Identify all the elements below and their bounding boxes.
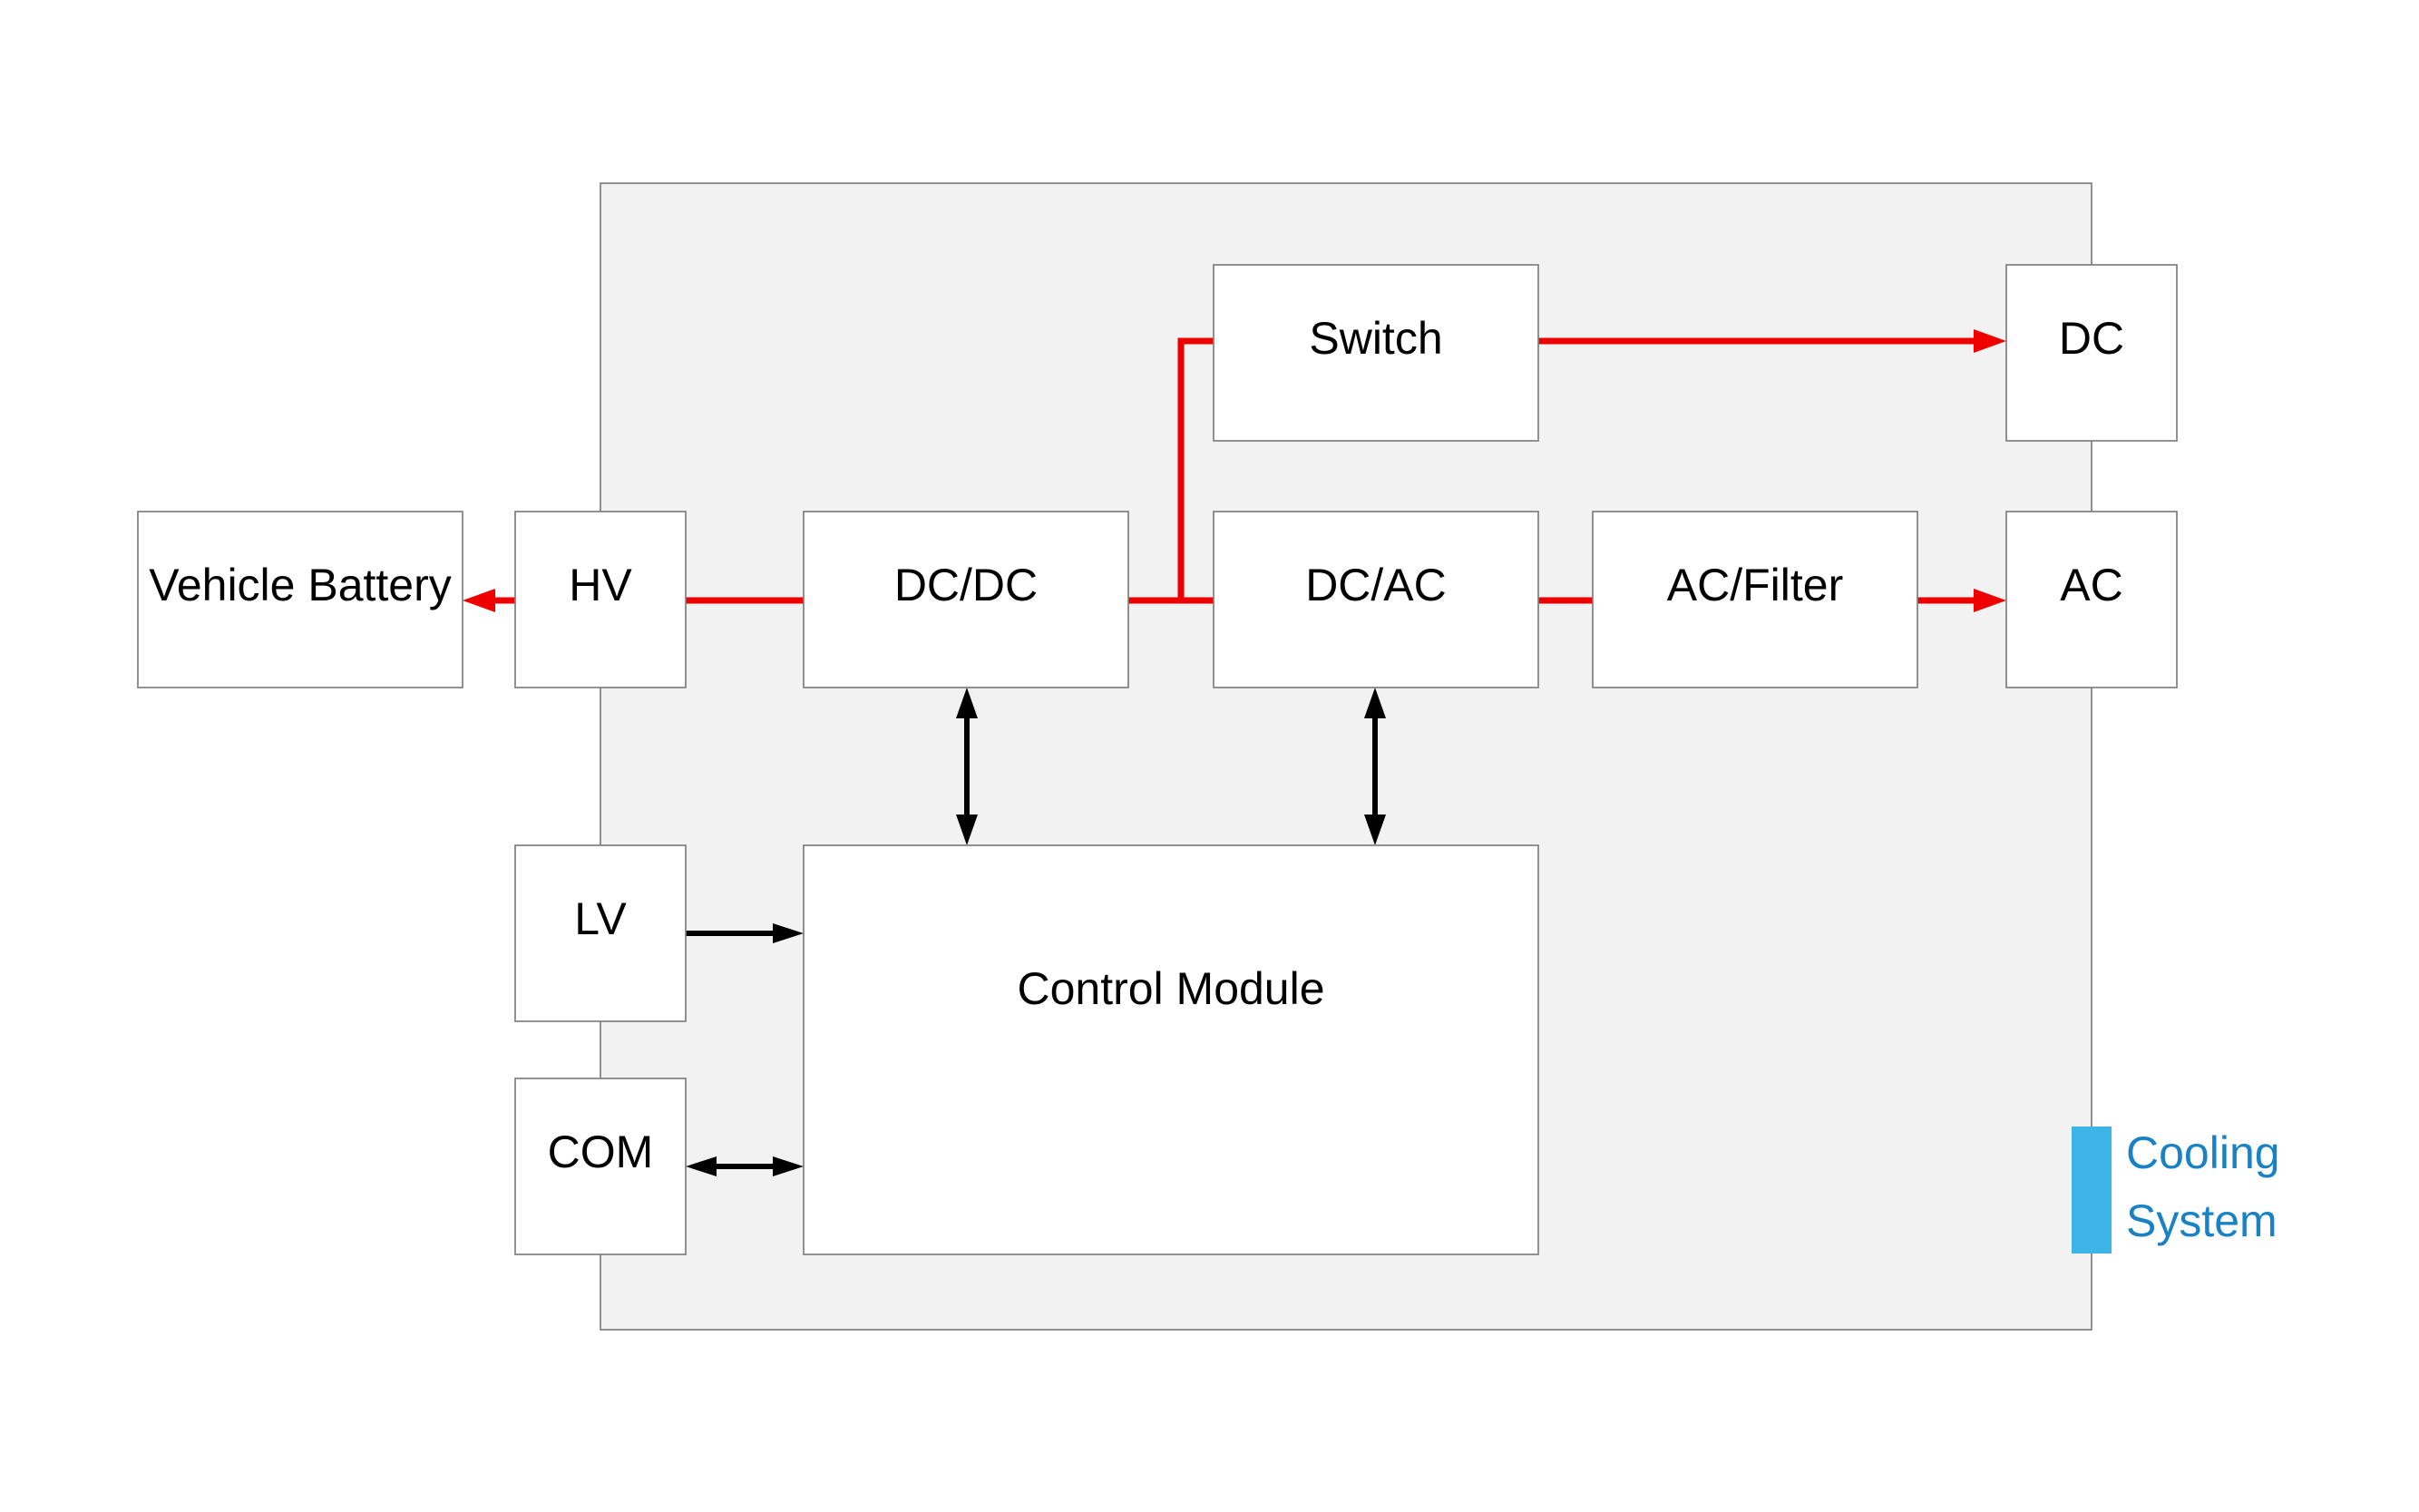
power-arrowhead-ac (1974, 589, 2006, 612)
signal-arrowhead-com-left (686, 1156, 717, 1176)
block-com: COM (514, 1078, 687, 1255)
power-arrowhead-dc (1974, 329, 2006, 353)
block-dc-output: DC (2005, 264, 2178, 442)
lv-label: LV (574, 893, 627, 944)
power-line-branch-switch (1177, 337, 1214, 600)
ac-filter-label: AC/Filter (1667, 560, 1843, 610)
power-arrowhead-battery (463, 589, 495, 612)
signal-arrowhead-lv (773, 923, 804, 943)
vehicle-battery-label: Vehicle Battery (149, 560, 452, 610)
signal-arrowhead-dcdc-up (956, 688, 978, 718)
dcdc-label: DC/DC (894, 560, 1038, 610)
com-label: COM (548, 1127, 654, 1177)
signal-lines (686, 688, 1386, 1176)
block-switch: Switch (1213, 264, 1539, 442)
switch-label: Switch (1309, 313, 1442, 364)
cooling-label-line2: System (2126, 1195, 2278, 1246)
block-dcdc: DC/DC (803, 511, 1129, 688)
signal-arrowhead-dcdc-down (956, 815, 978, 845)
signal-arrowhead-com-right (773, 1156, 804, 1176)
ac-output-label: AC (2060, 560, 2122, 610)
block-ac-filter: AC/Filter (1592, 511, 1918, 688)
dcac-label: DC/AC (1305, 560, 1447, 610)
cooling-label-line1: Cooling (2126, 1127, 2280, 1178)
hv-label: HV (569, 560, 632, 610)
dc-output-label: DC (2059, 313, 2124, 364)
control-module-label: Control Module (1017, 963, 1324, 1014)
block-lv: LV (514, 844, 687, 1022)
cooling-system-marker (2072, 1127, 2112, 1253)
block-control-module: Control Module (803, 844, 1539, 1255)
block-hv: HV (514, 511, 687, 688)
signal-arrowhead-dcac-down (1364, 815, 1386, 845)
signal-arrowhead-dcac-up (1364, 688, 1386, 718)
block-ac-output: AC (2005, 511, 2178, 688)
block-dcac: DC/AC (1213, 511, 1539, 688)
block-vehicle-battery: Vehicle Battery (137, 511, 463, 688)
cooling-system-legend: Cooling System (2072, 1127, 2280, 1253)
power-flow-lines (463, 329, 2006, 612)
